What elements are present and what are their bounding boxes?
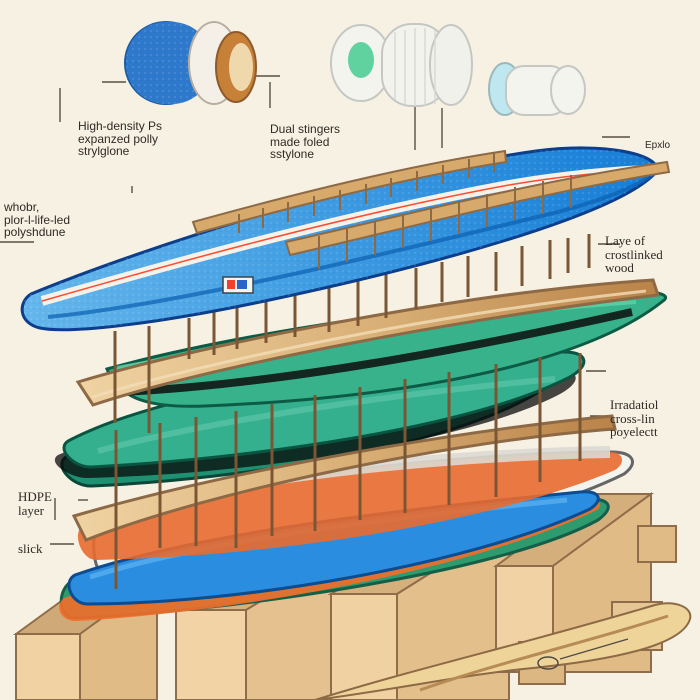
label-whobr: whobr, plor-l-life-led polyshdune [4,201,70,239]
label-whobr-line-1: whobr, [4,200,40,214]
label-dual-stingers-line-2: made foled [270,134,330,149]
tube-icon [488,62,586,116]
label-laye-of-line-1: Laye of [605,233,646,248]
label-high-density: High-density Ps expanzed polly strylglon… [78,120,162,158]
label-high-density-line-2: expanzed polly [78,131,159,146]
label-irradiation-line-2: cross-lin [610,410,655,426]
label-hdpe: HDPE layer [18,490,52,517]
label-high-density-line-3: strylglone [78,144,130,159]
wood-frame [71,234,661,589]
board-logo-mark [222,276,254,294]
label-dual-stingers: Dual stingers made foled sstylone [270,123,340,161]
label-whobr-line-2: plor-l-life-led [4,212,71,227]
label-epoxy: Epxlo [645,140,671,151]
label-irradiation: Irradatiol cross-lin poyelectt [610,398,658,439]
label-irradiation-line-3: poyelectt [610,424,658,440]
label-laye-of-line-3: wood [605,260,634,276]
white-roll-icon [330,23,473,107]
label-laye-of-line-2: crostlinked [605,246,663,262]
label-dual-stingers-line-3: sstylone [270,147,315,162]
label-hdpe-line-2: layer [18,502,44,518]
textured-roll-icon [124,21,257,105]
label-laye-of: Laye of crostlinked wood [605,234,663,275]
paddle [314,602,692,700]
label-slick: slick [18,541,43,556]
label-whobr-line-3: polyshdune [4,225,66,240]
label-irradiation-line-1: Irradatiol [610,397,659,412]
label-hdpe-line-1: HDPE [18,489,52,504]
label-high-density-line-1: High-density Ps [78,119,163,133]
label-dual-stingers-line-1: Dual stingers [270,122,341,136]
top-wood-frame [191,149,671,269]
